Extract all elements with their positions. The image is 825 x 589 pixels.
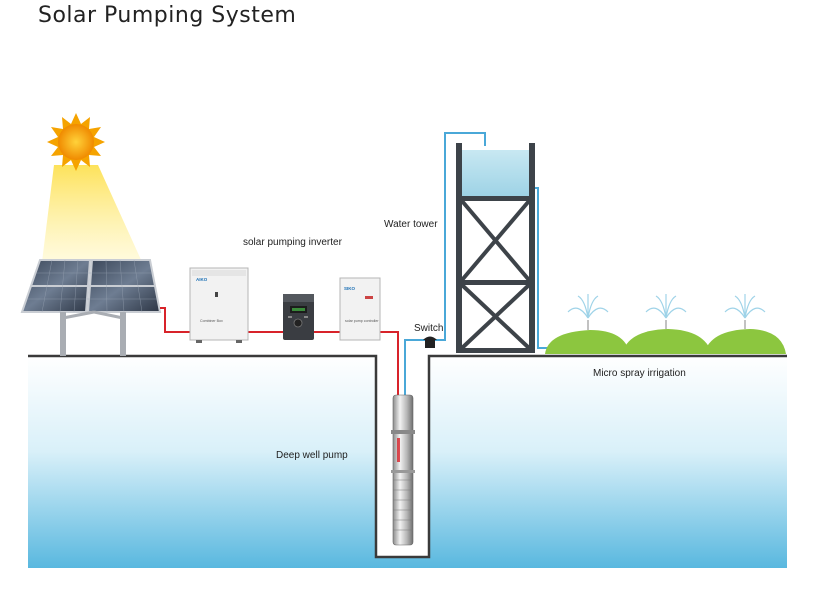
sprinkler-icon	[645, 294, 687, 329]
micro-spray-label: Micro spray irrigation	[593, 368, 686, 379]
ground-surface-line	[28, 354, 787, 559]
combiner-body-text: Combiner Box	[200, 319, 223, 323]
sprinkler-icon	[724, 294, 766, 329]
deep-well-pump	[391, 394, 415, 546]
sprinkler-icon	[567, 294, 609, 330]
water-tower	[456, 143, 535, 353]
switch-valve-icon	[423, 336, 437, 348]
combiner-brand-text: AIKO	[196, 277, 208, 282]
water-tower-label: Water tower	[384, 219, 438, 230]
power-cable	[160, 307, 399, 490]
sun-beam	[42, 165, 142, 262]
water-pipe	[404, 132, 486, 395]
switch-label: Switch	[414, 323, 444, 334]
page-title: Solar Pumping System	[38, 3, 297, 28]
irrigation-field	[545, 329, 786, 354]
inverter-unit	[283, 294, 314, 340]
solar-panel-array	[20, 259, 162, 356]
controller-brand-text: SIKO	[344, 286, 356, 291]
pump-controller: SIKO solar pump controller	[339, 277, 381, 341]
irrigation-pipe	[532, 187, 560, 349]
deep-well-pump-label: Deep well pump	[276, 450, 348, 461]
inverter-label: solar pumping inverter	[243, 237, 342, 248]
combiner-box: AIKO Combiner Box	[189, 267, 249, 343]
sun-icon	[47, 113, 105, 171]
controller-body-text: solar pump controller	[345, 319, 379, 323]
ground	[28, 356, 787, 568]
